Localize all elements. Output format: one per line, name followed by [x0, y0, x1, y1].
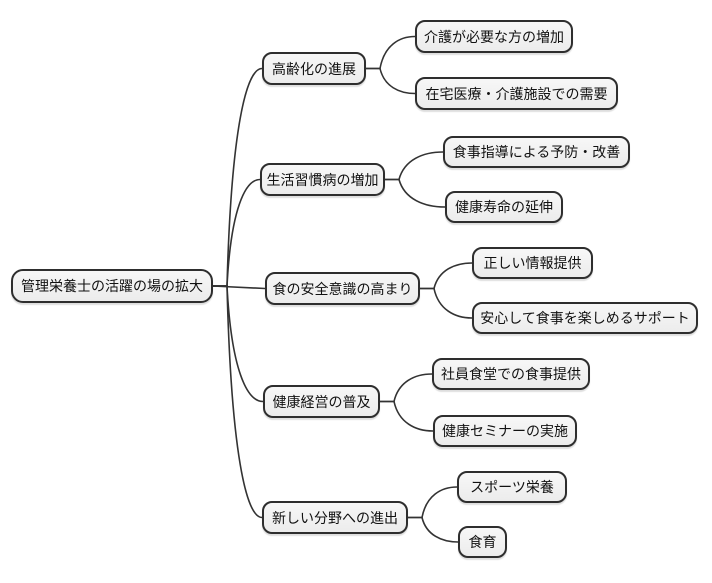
connector	[212, 285, 264, 403]
leaf-node-enjoy-meals-support[interactable]: 安心して食事を楽しめるサポート	[472, 302, 698, 334]
connector	[379, 400, 434, 432]
leaf-node-home-care-facility-demand[interactable]: 在宅医療・介護施設での需要	[415, 77, 618, 110]
leaf-node-care-needed-increase[interactable]: 介護が必要な方の増加	[415, 20, 573, 53]
branch-node-new-fields[interactable]: 新しい分野への進出	[262, 501, 408, 534]
connector	[419, 287, 473, 319]
leaf-node-food-education[interactable]: 食育	[458, 526, 507, 558]
leaf-node-diet-guidance-prevention[interactable]: 食事指導による予防・改善	[443, 136, 630, 168]
connector	[365, 67, 416, 95]
branch-node-food-safety-awareness[interactable]: 食の安全意識の高まり	[265, 272, 420, 305]
branch-node-lifestyle-disease[interactable]: 生活習慣病の増加	[260, 163, 385, 196]
leaf-node-health-seminar[interactable]: 健康セミナーの実施	[433, 415, 577, 447]
branch-node-health-management[interactable]: 健康経営の普及	[263, 385, 380, 418]
leaf-node-correct-information[interactable]: 正しい情報提供	[472, 247, 593, 279]
connector	[407, 486, 458, 519]
root-node-dietitian-expansion[interactable]: 管理栄養士の活躍の場の拡大	[11, 269, 213, 303]
connector	[212, 67, 263, 287]
leaf-node-sports-nutrition[interactable]: スポーツ栄養	[457, 471, 567, 503]
connector	[384, 178, 446, 208]
leaf-node-healthy-lifespan-extension[interactable]: 健康寿命の延伸	[445, 191, 563, 223]
connector	[407, 516, 459, 543]
connector	[384, 151, 444, 181]
connector	[212, 285, 266, 290]
connector	[212, 178, 261, 287]
leaf-node-company-cafeteria-meals[interactable]: 社員食堂での食事提供	[432, 358, 590, 390]
connector	[365, 35, 416, 70]
connector	[419, 262, 473, 290]
branch-node-aging[interactable]: 高齢化の進展	[262, 52, 366, 85]
connector	[212, 285, 263, 519]
connector	[379, 373, 433, 403]
